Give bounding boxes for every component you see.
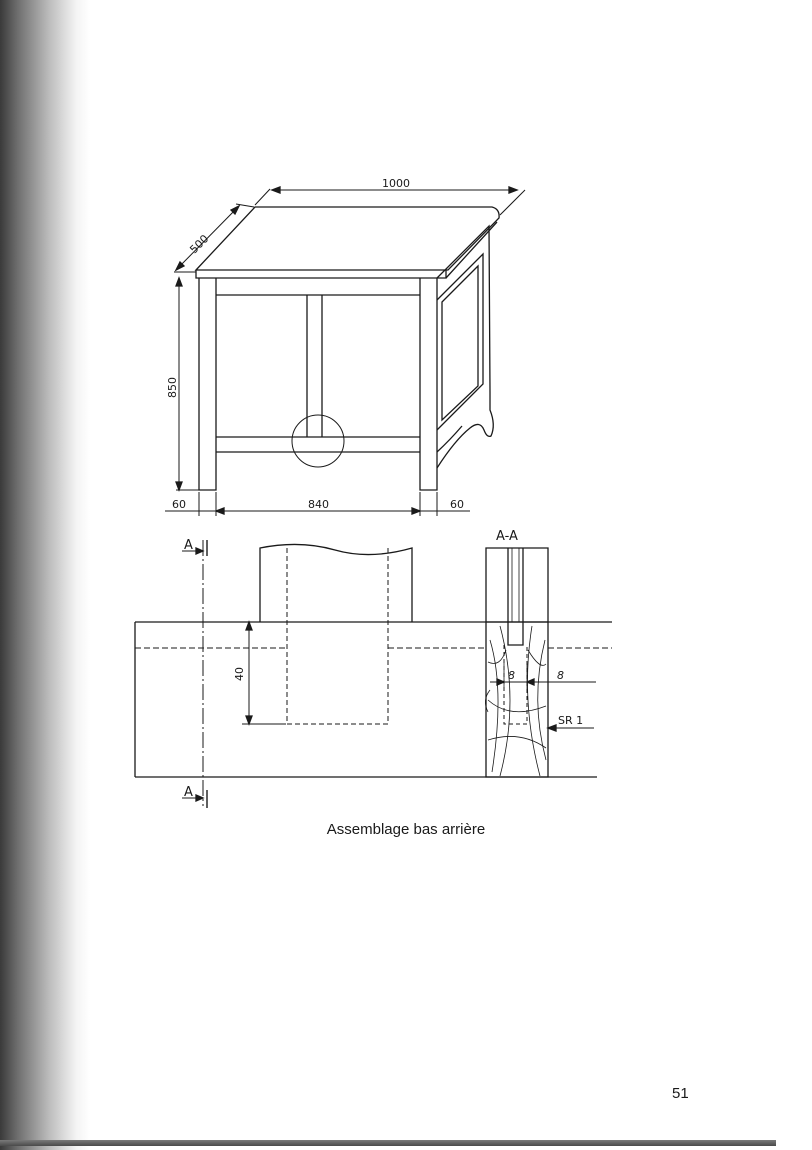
surface-reference-label: SR 1 <box>558 714 583 727</box>
mortise-width-left-label: 8 <box>508 669 515 682</box>
depth-dimension-label: 500 <box>187 232 211 256</box>
height-dimension-label: 850 <box>166 377 179 398</box>
inner-width-label: 840 <box>308 498 329 511</box>
section-marker-bottom: A <box>184 785 193 800</box>
page-number: 51 <box>672 1085 689 1102</box>
page-gutter-shadow <box>0 0 90 1150</box>
joint-detail-elevation <box>134 540 612 808</box>
section-a-a <box>485 547 596 778</box>
cabinet-perspective <box>165 186 526 516</box>
mortise-width-right-label: 8 <box>557 669 564 682</box>
right-overhang-label: 60 <box>450 498 464 511</box>
left-overhang-label: 60 <box>172 498 186 511</box>
mortise-depth-label: 40 <box>233 667 246 681</box>
section-view-label: A-A <box>496 529 518 544</box>
cabinet-dimension-labels: 1000 500 850 60 840 60 <box>166 177 464 511</box>
section-marker-top: A <box>184 538 193 553</box>
figure-caption: Assemblage bas arrière <box>326 821 486 838</box>
section-labels: A A 40 A-A 8 8 SR 1 <box>184 529 583 800</box>
width-dimension-label: 1000 <box>382 177 410 190</box>
page-bottom-edge <box>0 1140 776 1146</box>
